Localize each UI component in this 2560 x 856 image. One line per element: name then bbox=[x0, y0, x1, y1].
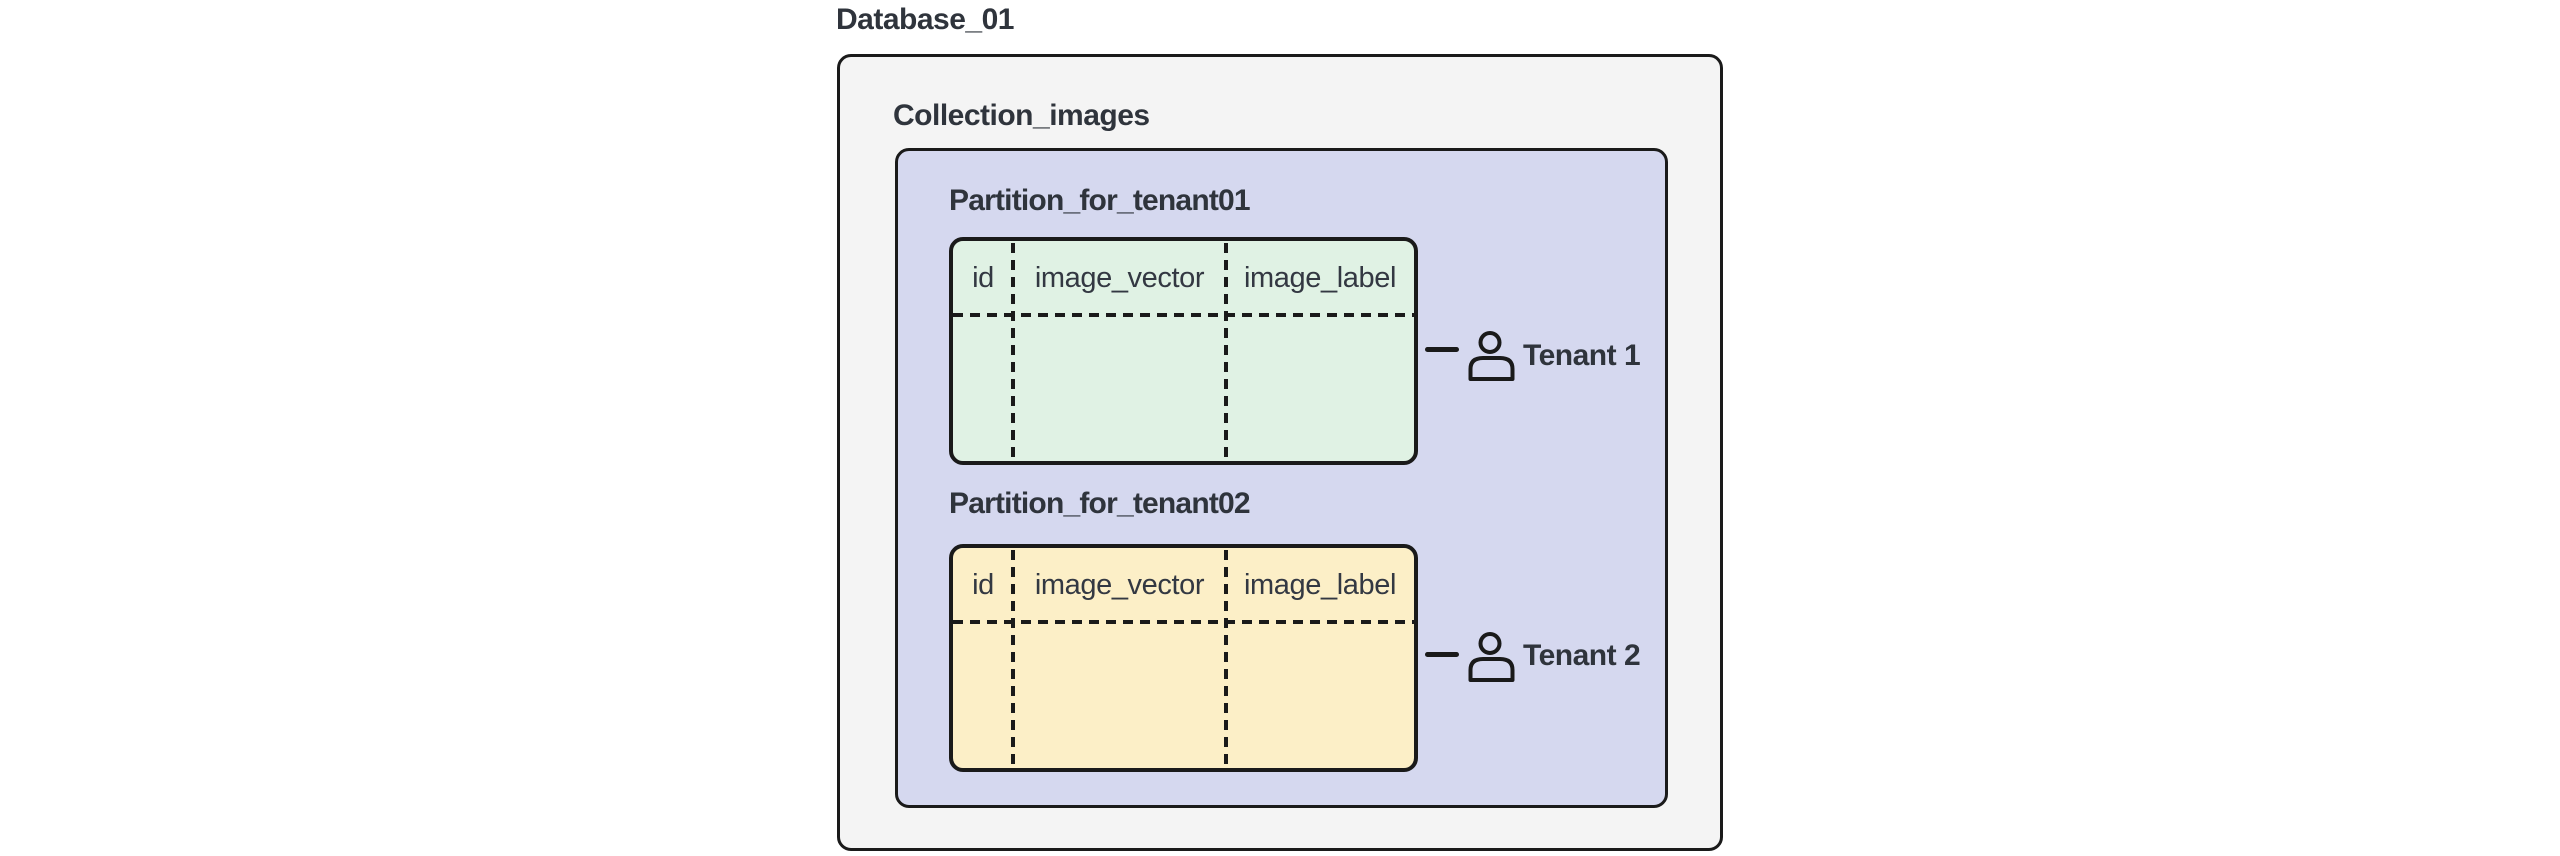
database-title: Database_01 bbox=[836, 3, 1014, 36]
connector-line bbox=[1425, 652, 1459, 657]
column-divider bbox=[1011, 243, 1015, 459]
header-divider bbox=[953, 620, 1414, 624]
partition-2-label: Partition_for_tenant02 bbox=[949, 487, 1251, 520]
collection-box: Partition_for_tenant01 id image_vector i… bbox=[895, 148, 1668, 808]
column-divider bbox=[1224, 243, 1228, 459]
connector-line bbox=[1425, 347, 1459, 352]
partition-2-column-image-label: image_label bbox=[1244, 568, 1396, 601]
person-icon bbox=[1468, 632, 1515, 682]
partition-1-column-image-vector: image_vector bbox=[1034, 261, 1205, 294]
partition-2-column-id: id bbox=[972, 568, 994, 601]
column-divider bbox=[1011, 550, 1015, 766]
partition-1-label: Partition_for_tenant01 bbox=[949, 184, 1251, 217]
partition-1-table: id image_vector image_label bbox=[949, 237, 1418, 465]
partition-1-column-id: id bbox=[972, 261, 994, 294]
collection-label: Collection_images bbox=[893, 99, 1150, 132]
person-icon bbox=[1468, 331, 1515, 381]
header-divider bbox=[953, 313, 1414, 317]
partition-2-table: id image_vector image_label bbox=[949, 544, 1418, 772]
partition-1-column-image-label: image_label bbox=[1244, 261, 1396, 294]
column-divider bbox=[1224, 550, 1228, 766]
partition-2-column-image-vector: image_vector bbox=[1034, 568, 1205, 601]
tenant-1-label: Tenant 1 bbox=[1523, 339, 1641, 372]
tenant-2-label: Tenant 2 bbox=[1523, 639, 1641, 672]
